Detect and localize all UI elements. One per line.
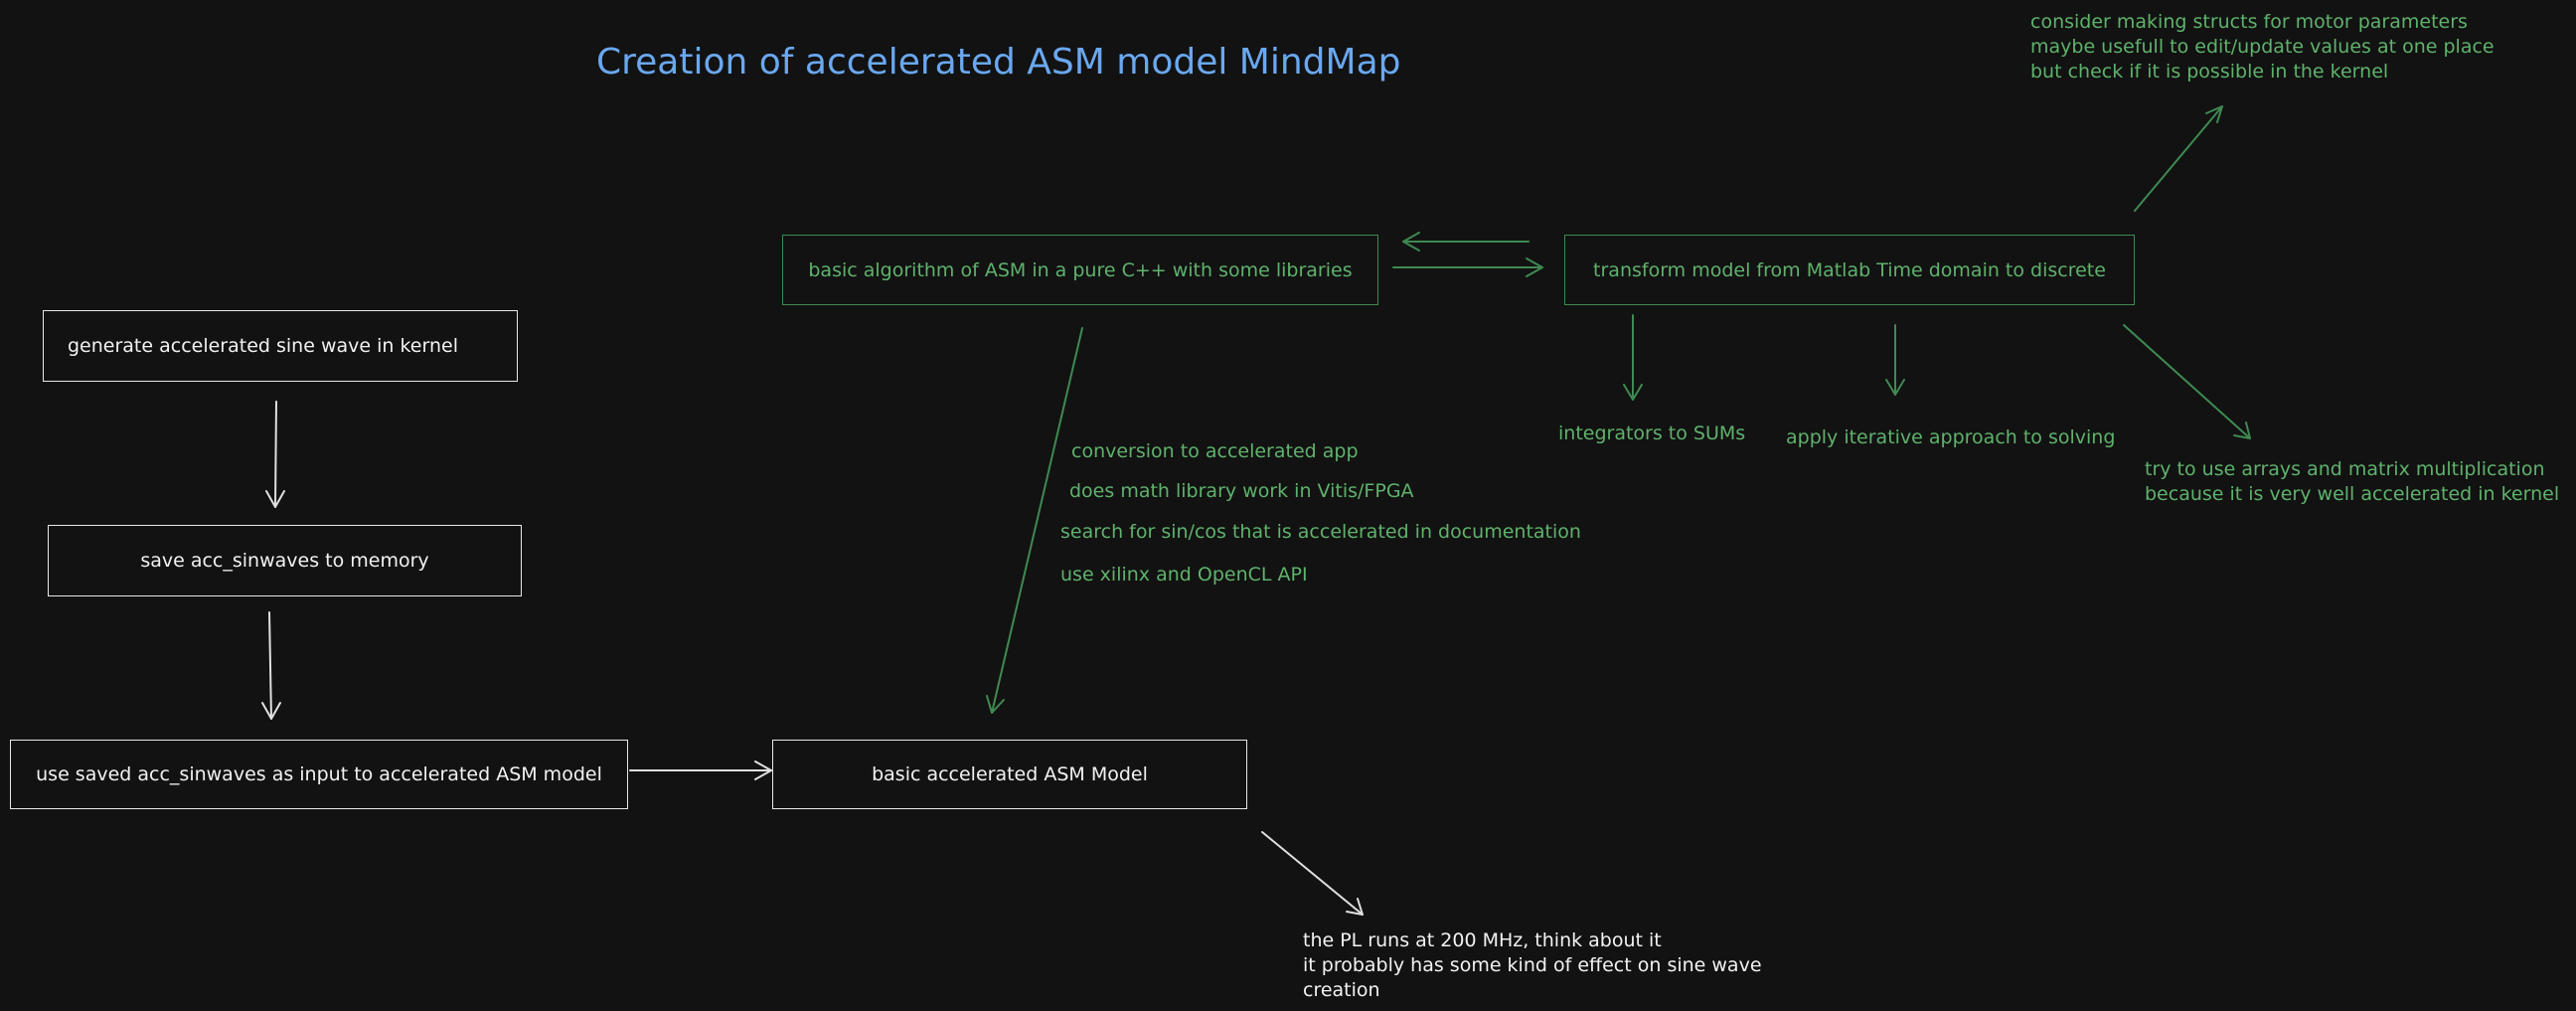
note-conversion-line-2: does math library work in Vitis/FPGA xyxy=(1069,480,1414,502)
node-generate-sine-label: generate accelerated sine wave in kernel xyxy=(68,335,458,357)
arrow-generate-to-save xyxy=(265,401,285,508)
note-consider-structs: consider making structs for motor parame… xyxy=(2030,10,2495,84)
arrow-transform-to-structs-note xyxy=(2134,105,2223,212)
note-conversion-line-4: use xilinx and OpenCL API xyxy=(1060,564,1308,586)
node-basic-accelerated-model[interactable]: basic accelerated ASM Model xyxy=(772,740,1247,809)
note-line: because it is very well accelerated in k… xyxy=(2145,483,2560,505)
arrow-accelerated-model-to-pl-note xyxy=(1261,831,1364,916)
note-pl-runs: the PL runs at 200 MHz, think about it i… xyxy=(1303,928,1762,1003)
node-save-sinwaves-label: save acc_sinwaves to memory xyxy=(140,550,429,572)
node-basic-algorithm-label: basic algorithm of ASM in a pure C++ wit… xyxy=(808,258,1353,281)
arrow-save-to-use xyxy=(261,611,281,720)
arrow-transform-to-iterative xyxy=(1885,324,1905,396)
node-basic-accelerated-model-label: basic accelerated ASM Model xyxy=(872,763,1148,785)
note-line: try to use arrays and matrix multiplicat… xyxy=(2145,458,2545,480)
note-line: it probably has some kind of effect on s… xyxy=(1303,954,1762,976)
note-conversion-line-1: conversion to accelerated app xyxy=(1071,440,1359,462)
page-title: Creation of accelerated ASM model MindMa… xyxy=(596,42,1401,83)
node-use-saved-sinwaves[interactable]: use saved acc_sinwaves as input to accel… xyxy=(10,740,628,809)
note-line: the PL runs at 200 MHz, think about it xyxy=(1303,929,1662,951)
node-use-saved-sinwaves-label: use saved acc_sinwaves as input to accel… xyxy=(36,763,602,785)
node-transform-model[interactable]: transform model from Matlab Time domain … xyxy=(1564,235,2135,305)
node-generate-sine[interactable]: generate accelerated sine wave in kernel xyxy=(43,310,518,382)
note-integrators: integrators to SUMs xyxy=(1558,422,1746,444)
note-line: but check if it is possible in the kerne… xyxy=(2030,61,2389,83)
arrow-use-to-accelerated-model xyxy=(629,760,772,780)
note-arrays: try to use arrays and matrix multiplicat… xyxy=(2145,457,2559,507)
note-iterative: apply iterative approach to solving xyxy=(1786,426,2116,448)
note-line: maybe usefull to edit/update values at o… xyxy=(2030,36,2495,58)
note-line: creation xyxy=(1303,979,1380,1001)
node-basic-algorithm[interactable]: basic algorithm of ASM in a pure C++ wit… xyxy=(782,235,1378,305)
node-save-sinwaves[interactable]: save acc_sinwaves to memory xyxy=(48,525,522,596)
note-conversion-line-3: search for sin/cos that is accelerated i… xyxy=(1060,521,1581,543)
arrow-transform-to-integrators xyxy=(1623,314,1643,401)
arrow-transform-to-algorithm xyxy=(1402,232,1530,252)
arrow-algorithm-to-accelerated-model xyxy=(986,327,1083,714)
node-transform-model-label: transform model from Matlab Time domain … xyxy=(1593,258,2106,281)
note-line: consider making structs for motor parame… xyxy=(2030,11,2468,33)
arrow-algorithm-to-transform xyxy=(1392,257,1543,277)
arrow-transform-to-arrays-note xyxy=(2123,324,2251,439)
